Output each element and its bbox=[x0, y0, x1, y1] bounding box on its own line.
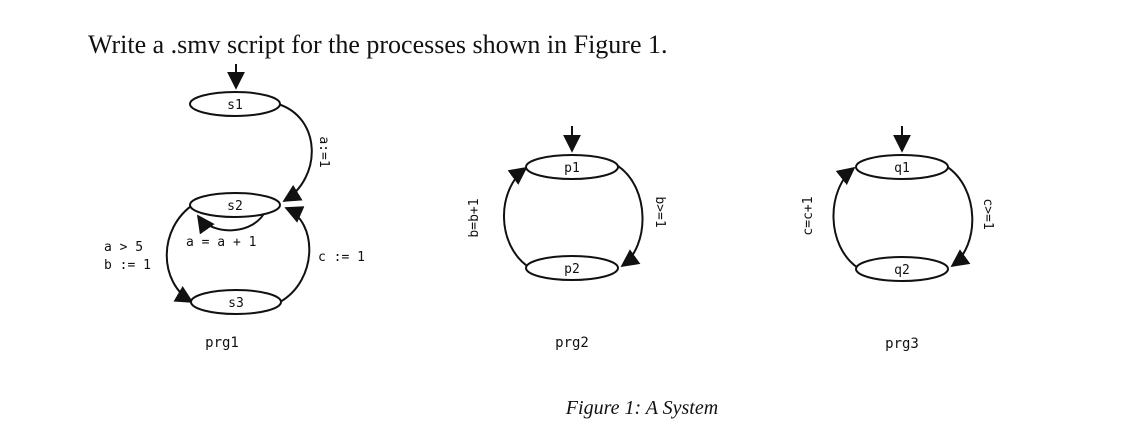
prg1-edge-s2-s3 bbox=[165, 203, 195, 303]
prg1-state-s3-label: s3 bbox=[228, 296, 244, 311]
prg2-label-p2-p1: b=b+1 bbox=[467, 198, 482, 237]
prg1-label-s1-s2: a:=1 bbox=[316, 136, 331, 167]
prg1-label-s2-self: a = a + 1 bbox=[186, 235, 256, 250]
prg3-diagram: q1 q2 c=c+1 c>=1 prg3 bbox=[801, 126, 995, 352]
prg1-state-s1 bbox=[189, 91, 281, 117]
prg3-label-q2-q1: c=c+1 bbox=[801, 196, 816, 235]
prg1-state-s2 bbox=[189, 192, 281, 218]
prg3-edge-q2-q1 bbox=[832, 166, 859, 269]
prg1-diagram: s1 s2 s3 a:=1 a = a + 1 a > 5 b := 1 c :… bbox=[104, 64, 365, 351]
prg3-state-q2-label: q2 bbox=[894, 263, 910, 278]
prg1-state-s1-label: s1 bbox=[227, 98, 243, 113]
prg1-label-s2-s3-cond: a > 5 bbox=[104, 240, 143, 255]
figure-caption: Figure 1: A System bbox=[565, 397, 718, 419]
prg3-edge-q1-q2 bbox=[945, 165, 974, 268]
prg2-state-p1 bbox=[525, 154, 619, 180]
prg3-name: prg3 bbox=[885, 336, 919, 352]
prg3-label-q1-q2: c>=1 bbox=[980, 198, 995, 229]
prg1-name: prg1 bbox=[205, 335, 239, 351]
prg2-state-p2-label: p2 bbox=[564, 262, 580, 277]
prg2-state-p2 bbox=[525, 255, 619, 281]
prg1-label-s3-s2: c := 1 bbox=[318, 250, 365, 265]
prg1-edge-s2-self bbox=[196, 209, 267, 235]
prg2-edge-p2-p1 bbox=[503, 166, 531, 269]
prg1-state-s2-label: s2 bbox=[227, 199, 243, 214]
prg2-edge-p1-p2 bbox=[617, 165, 644, 268]
prg3-state-q2 bbox=[855, 256, 949, 282]
prg3-state-q1 bbox=[855, 154, 949, 180]
prg1-state-s3 bbox=[190, 289, 282, 315]
prg2-label-p1-p2: b>=1 bbox=[652, 196, 667, 227]
prg2-state-p1-label: p1 bbox=[564, 161, 580, 176]
heading: Write a .smv script for the processes sh… bbox=[88, 30, 668, 59]
prg1-edge-s1-s2 bbox=[277, 103, 313, 202]
prg1-label-s2-s3-action: b := 1 bbox=[104, 258, 151, 273]
prg2-name: prg2 bbox=[555, 335, 589, 351]
prg1-edge-s3-s2 bbox=[279, 206, 311, 303]
prg3-state-q1-label: q1 bbox=[894, 161, 910, 176]
prg2-diagram: p1 p2 b=b+1 b>=1 prg2 bbox=[467, 126, 667, 351]
